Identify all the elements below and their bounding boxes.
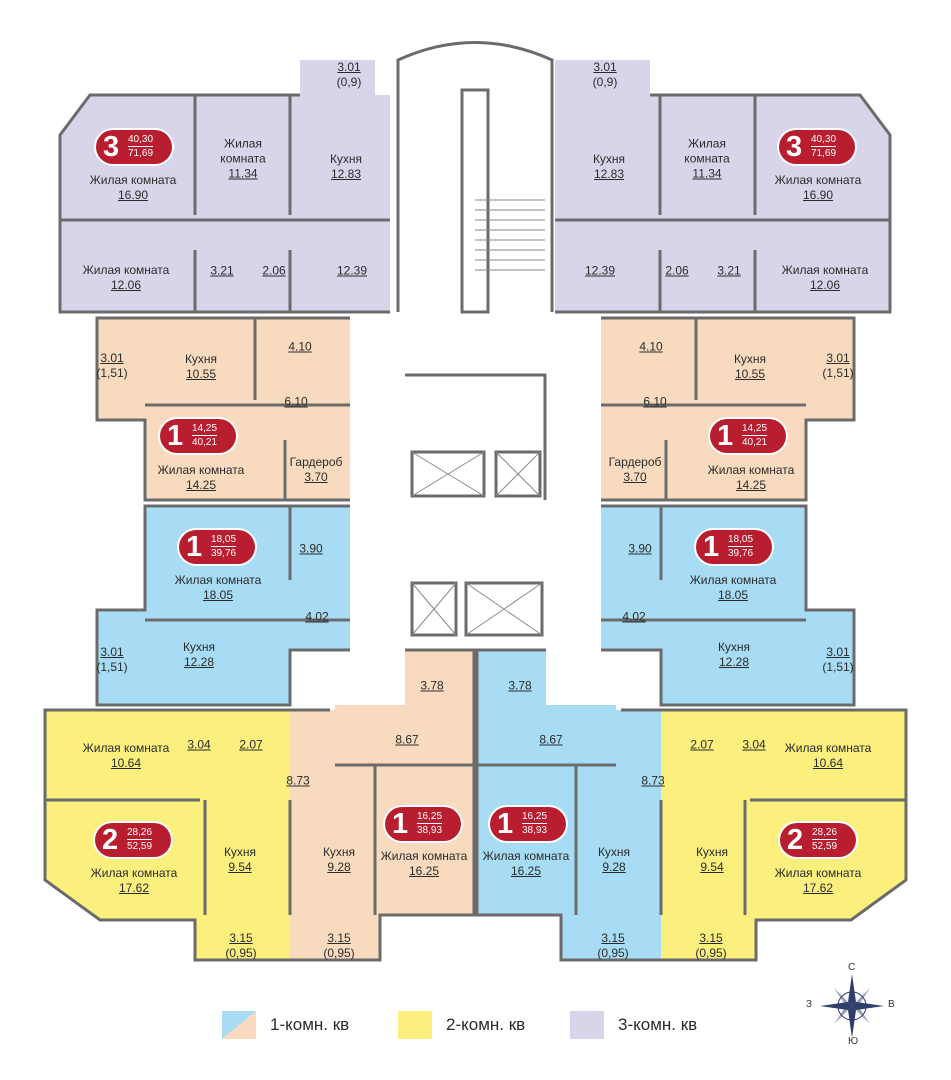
split-diagonal-swatch-icon [222, 1011, 256, 1039]
unit-fill [97, 318, 350, 500]
unit-fill [601, 318, 854, 500]
apartment-1a-right [601, 318, 854, 500]
legend-item-2-room: 2-комн. кв [398, 1010, 525, 1040]
unit-fill [477, 650, 661, 960]
compass-north: С [848, 962, 856, 973]
compass-rose-icon [820, 974, 884, 1038]
legend-label: 2-комн. кв [446, 1015, 526, 1034]
outer-walls [43, 93, 908, 962]
apartment-1b-center [477, 650, 661, 960]
unit-fill [621, 710, 906, 960]
apartment-2-left [45, 710, 330, 960]
compass-south: Ю [848, 1036, 859, 1047]
compass-east: В [888, 999, 895, 1010]
unit-fill [555, 60, 890, 312]
apartment-1a-left [97, 318, 350, 500]
apartment-1b-left [97, 506, 350, 705]
yellow-swatch-icon [398, 1011, 432, 1039]
apartment-1a-center [290, 650, 474, 960]
compass-rose: С Ю З В [806, 962, 895, 1047]
apartment-3-right [555, 60, 890, 312]
legend-label: 1-комн. кв [270, 1015, 350, 1034]
lavender-swatch-icon [570, 1011, 604, 1039]
apartment-1b-right [601, 506, 854, 705]
stair-core [396, 41, 554, 314]
legend-item-3-room: 3-комн. кв [570, 1010, 697, 1040]
unit-fill [45, 710, 330, 960]
unit-fill [290, 650, 474, 960]
unit-fill [97, 506, 350, 705]
apartment-2-right [621, 710, 906, 960]
compass-west: З [806, 999, 813, 1010]
interior-walls [45, 95, 906, 915]
apartment-3-left [60, 60, 390, 312]
legend-item-1-room: 1-комн. кв [222, 1010, 349, 1040]
unit-fill [60, 60, 390, 312]
elevator-core [405, 373, 547, 637]
unit-fill [601, 506, 854, 705]
legend-label: 3-комн. кв [618, 1015, 698, 1034]
